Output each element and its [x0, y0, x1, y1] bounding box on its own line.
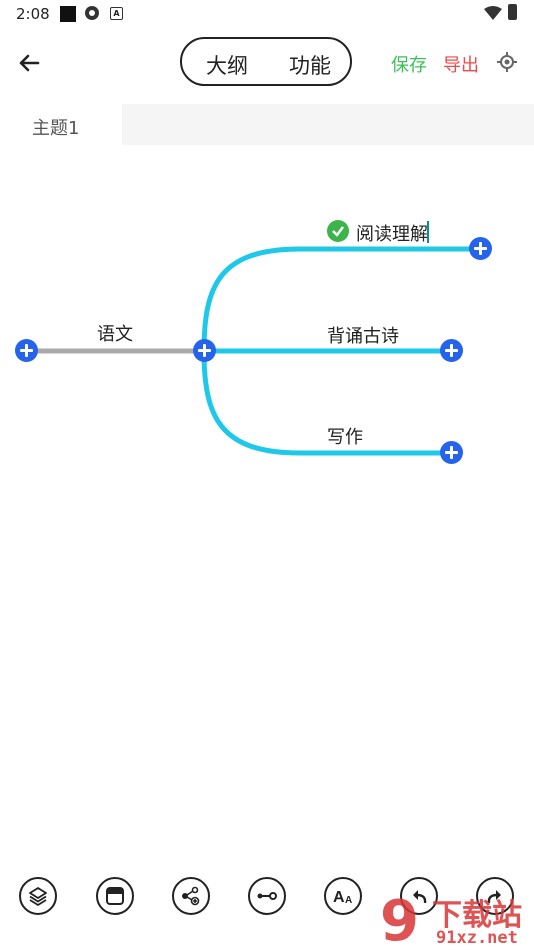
- add-child-3-button[interactable]: [440, 441, 463, 464]
- topic-tab-strip: 主题1: [0, 104, 534, 145]
- checkmark-glyph: [332, 226, 344, 237]
- export-button[interactable]: 导出: [443, 55, 479, 76]
- save-button[interactable]: 保存: [391, 55, 427, 76]
- battery-icon: [508, 4, 517, 20]
- wifi-icon: [484, 6, 502, 20]
- layers-icon: [29, 887, 47, 906]
- svg-text:A: A: [345, 895, 352, 906]
- connect-button[interactable]: [248, 877, 286, 915]
- layers-button[interactable]: [19, 877, 57, 915]
- watermark-logo: 9: [380, 889, 419, 948]
- status-time: 2:08: [16, 5, 50, 23]
- branch-line-1: [201, 246, 480, 352]
- connect-icon: [257, 892, 277, 900]
- svg-text:A: A: [333, 889, 345, 906]
- add-child-1-button[interactable]: [469, 237, 492, 260]
- mindmap-canvas[interactable]: 语文 阅读理解 背诵古诗 写作: [0, 145, 534, 865]
- frame-icon: [106, 887, 124, 905]
- topic-tab-label: 主题1: [32, 118, 80, 139]
- top-bar: 大纲 功能 保存 导出: [0, 36, 534, 92]
- watermark-url: 91xz.net: [436, 928, 518, 948]
- frame-button[interactable]: [96, 877, 134, 915]
- text-cursor: [427, 221, 429, 243]
- redo-button[interactable]: [476, 877, 514, 915]
- mode-toggle: 大纲 功能: [180, 37, 352, 86]
- add-left-button[interactable]: [15, 339, 38, 362]
- tab-outline[interactable]: 大纲: [206, 54, 248, 78]
- root-node[interactable]: 语文: [97, 324, 133, 345]
- status-bar: 2:08 A: [0, 0, 534, 28]
- locate-icon[interactable]: [496, 51, 518, 73]
- add-root-child-button[interactable]: [193, 339, 216, 362]
- mindmap-lines: [27, 246, 480, 456]
- watermark: 9 下载站 91xz.net: [374, 880, 534, 950]
- branch-line-3: [201, 350, 451, 456]
- child-node-3[interactable]: 写作: [327, 427, 363, 448]
- add-child-2-button[interactable]: [440, 339, 463, 362]
- tab-function[interactable]: 功能: [289, 54, 331, 78]
- undo-icon: [413, 890, 427, 904]
- settings-status-icon: [85, 6, 99, 20]
- check-icon: [327, 220, 349, 242]
- a-status-icon: A: [110, 7, 123, 20]
- add-subnode-button[interactable]: [172, 877, 210, 915]
- child-node-1[interactable]: 阅读理解: [356, 224, 428, 245]
- subnode-icon: [182, 886, 200, 906]
- watermark-text: 下载站: [432, 898, 522, 933]
- back-arrow-icon[interactable]: [16, 50, 42, 76]
- topic-tab[interactable]: 主题1: [0, 104, 122, 145]
- notification-icon: [60, 6, 76, 22]
- child-node-2[interactable]: 背诵古诗: [327, 326, 399, 347]
- redo-icon: [487, 890, 501, 904]
- svg-text:9: 9: [380, 889, 419, 948]
- undo-button[interactable]: [400, 877, 438, 915]
